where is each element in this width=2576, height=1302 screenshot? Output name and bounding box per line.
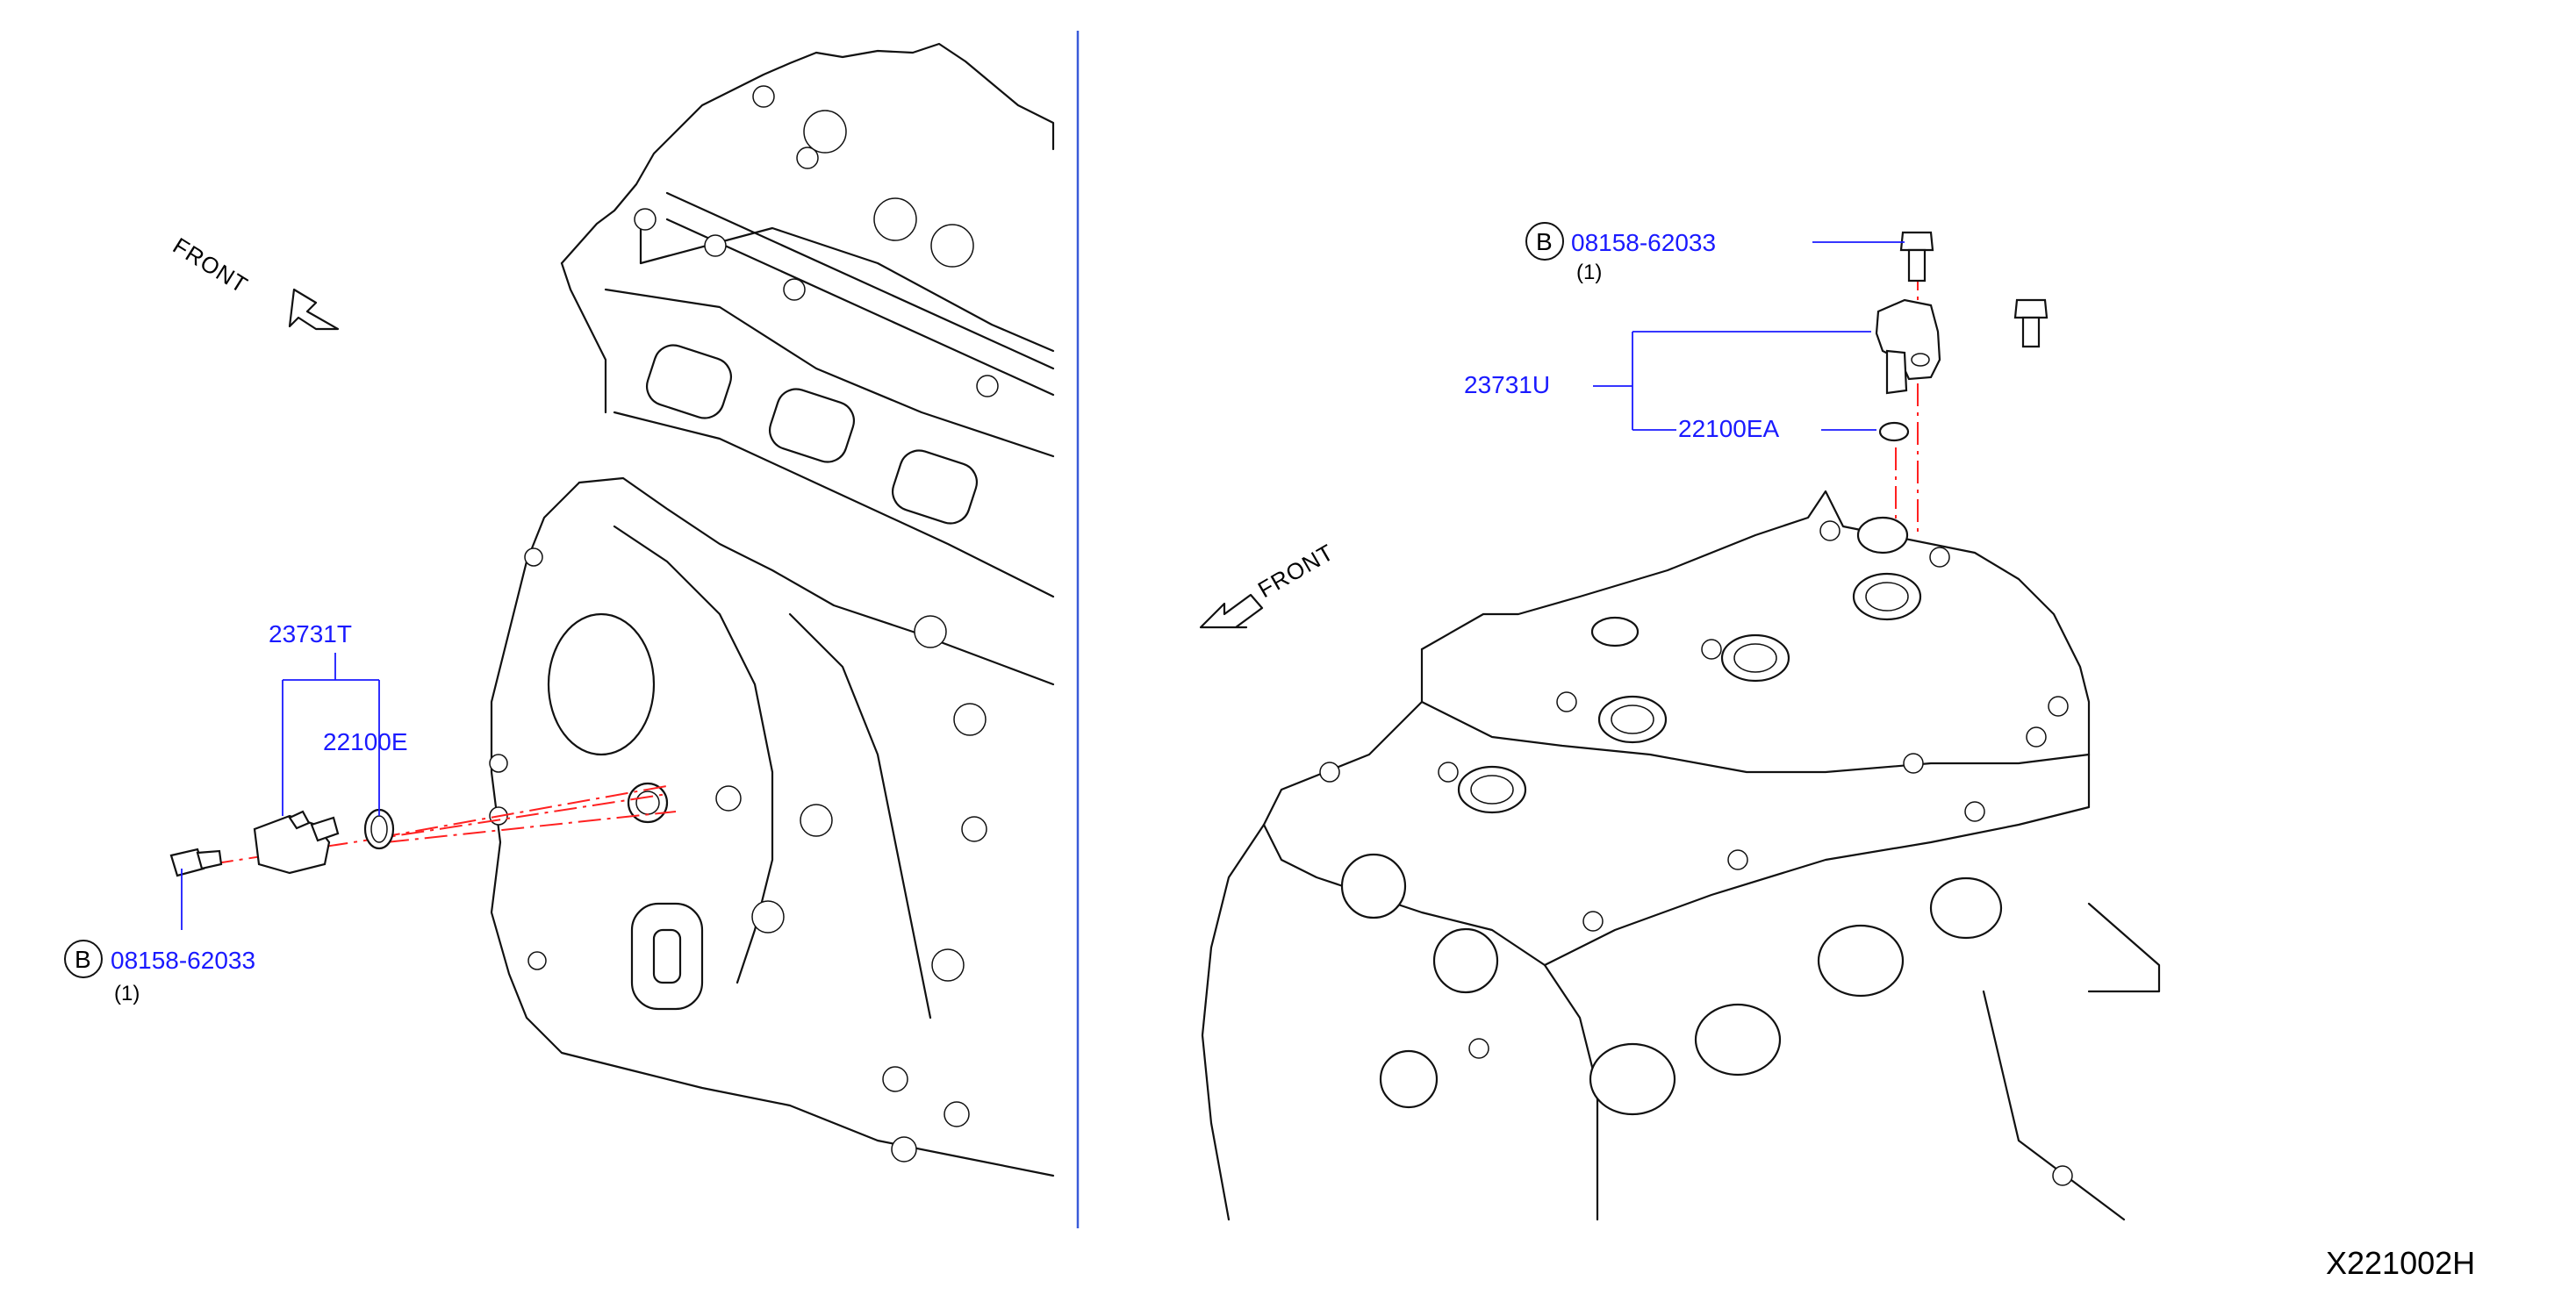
left-head-bolts <box>634 85 999 397</box>
right-bolt-icon <box>1899 231 1934 283</box>
right-bolt-marker-circle <box>1525 222 1564 261</box>
left-bolt-marker-circle <box>64 940 103 978</box>
left-leaders <box>181 653 380 930</box>
right-bolt-part-label[interactable]: 08158-62033 <box>1571 229 1716 256</box>
right-oring-part-label[interactable]: 22100EA <box>1678 415 1780 442</box>
right-bolt-callout: B 08158-62033 (1) <box>1525 222 1716 284</box>
left-block-bosses <box>489 547 987 1162</box>
left-intake-ports <box>646 344 978 525</box>
left-oring-part-label[interactable]: 22100E <box>323 728 408 755</box>
right-leaders <box>1593 241 1905 431</box>
right-cam-sprockets <box>1340 853 1499 1109</box>
diagram-reference: X221002H <box>2326 1245 2475 1281</box>
right-front-indicator: FRONT <box>1199 539 1338 629</box>
right-front-arrow-icon <box>1199 593 1264 629</box>
right-cover-bolts <box>1319 520 2073 1186</box>
right-bolt-qty: (1) <box>1576 261 1602 284</box>
right-engine-block <box>1201 490 2161 1221</box>
left-bolt-marker: B <box>75 946 91 973</box>
right-front-label: FRONT <box>1253 539 1338 603</box>
right-plug-wells <box>1457 572 1922 814</box>
left-engine-block <box>489 42 1055 1177</box>
left-front-arrow-icon <box>288 288 340 331</box>
left-bolt-callout: B 08158-62033 (1) <box>64 940 255 1005</box>
left-sensor-assembly <box>169 784 677 877</box>
left-bolt-icon <box>169 848 223 877</box>
right-sensor-assembly <box>1875 231 2049 533</box>
left-bolt-qty: (1) <box>114 982 140 1005</box>
left-bolt-part-label[interactable]: 08158-62033 <box>111 947 255 974</box>
right-oring-icon <box>1878 421 1910 442</box>
right-bolt-marker: B <box>1536 228 1553 255</box>
left-cam-sensor-icon <box>253 810 340 875</box>
left-sensor-part-label[interactable]: 23731T <box>269 620 352 647</box>
right-exhaust-ports <box>1589 876 2003 1116</box>
left-front-indicator: FRONT <box>169 232 340 331</box>
left-front-label: FRONT <box>169 232 253 299</box>
right-cam-sensor-icon <box>1875 298 1941 395</box>
right-sensor-part-label[interactable]: 23731U <box>1464 371 1550 398</box>
right-spare-bolt-icon <box>2013 298 2049 348</box>
